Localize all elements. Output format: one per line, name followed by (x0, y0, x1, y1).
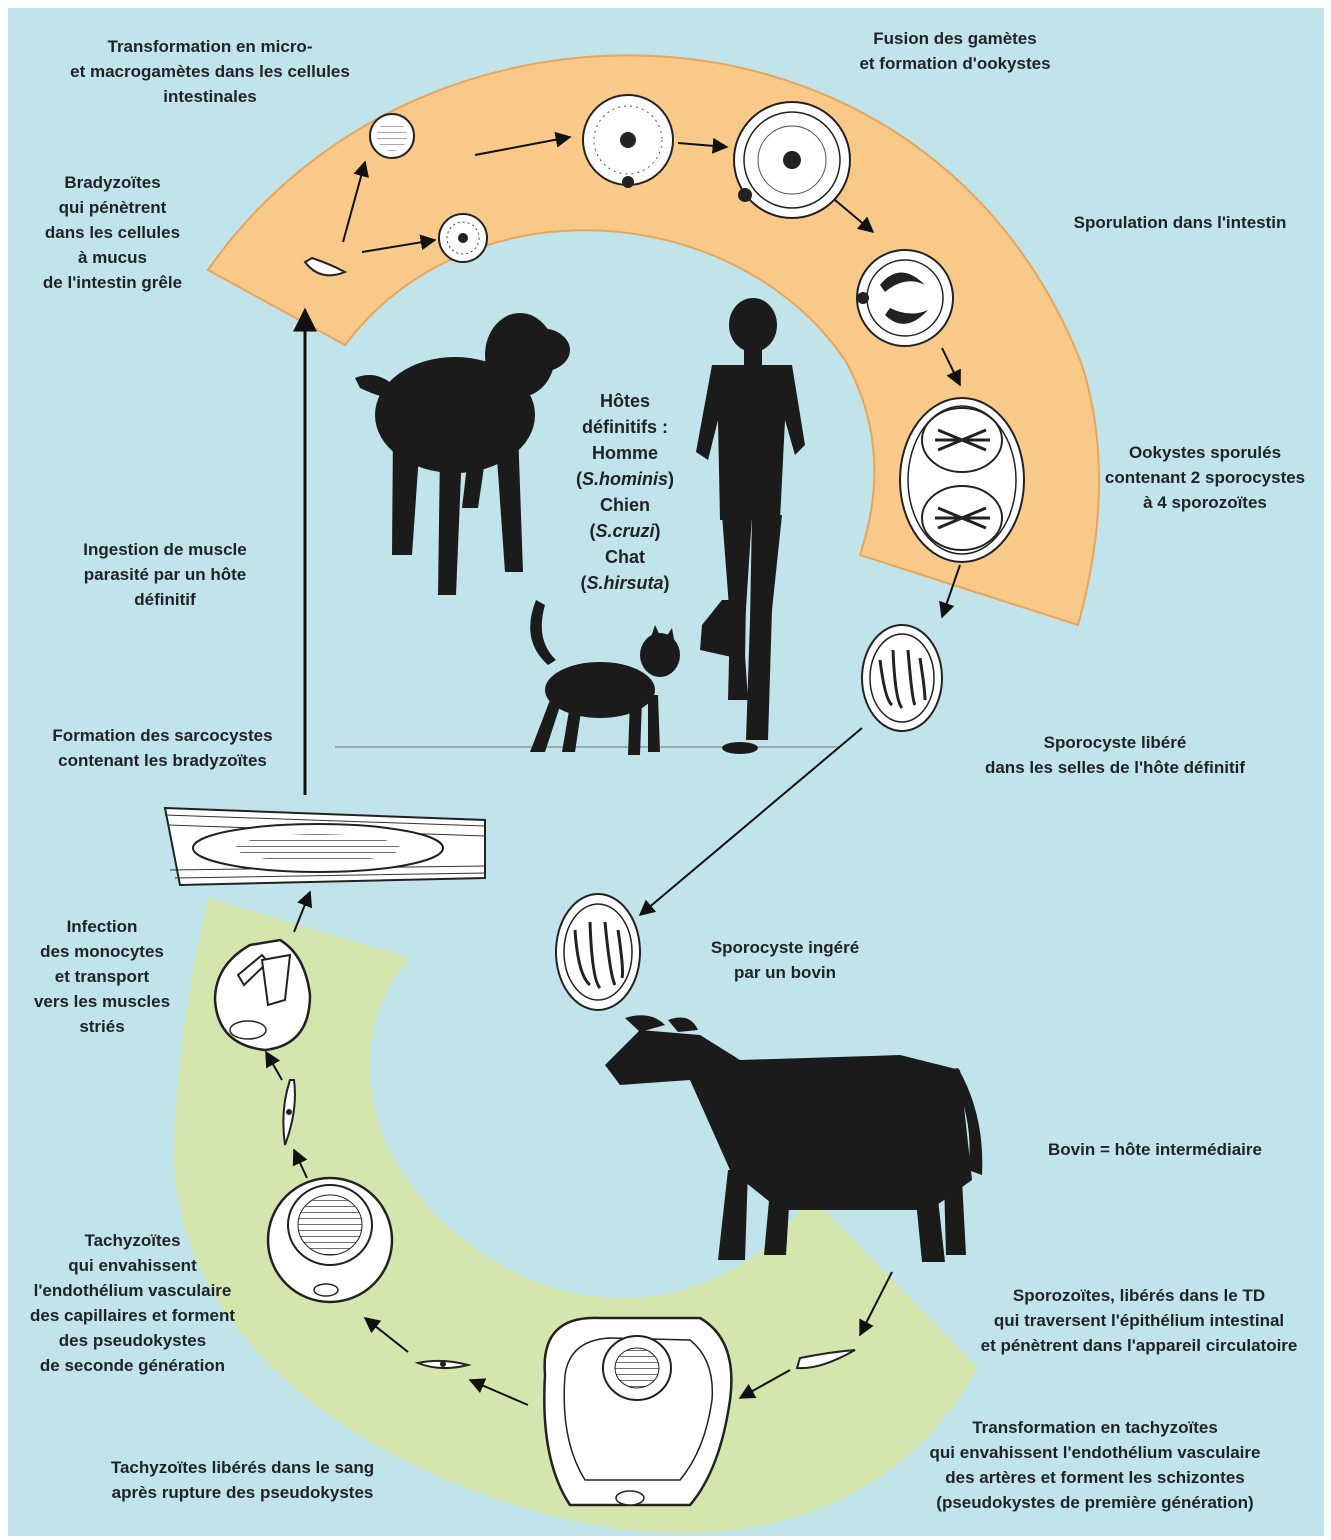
host-human-species: (S.hominis) (575, 469, 674, 489)
human-silhouette (696, 298, 805, 754)
label-fusion-gametes: Fusion des gamètes et formation d'ookyst… (859, 29, 1051, 73)
host-human: Homme (591, 443, 658, 463)
label-tachyzoites-sang: Tachyzoïtes libérés dans le sang après r… (110, 1458, 375, 1502)
label-ingestion-muscle: Ingestion de muscle parasité par un hôte… (83, 540, 247, 609)
parasite-stage-sarcocyst (163, 806, 486, 887)
cow-silhouette (605, 1015, 983, 1262)
hosts-title-line2: définitifs : (582, 417, 668, 437)
host-dog-species: (S.cruzi) (589, 521, 661, 541)
parasite-stage-sporozoite (795, 1349, 856, 1370)
parasite-stage-sporocyst-ingested (555, 893, 641, 1011)
host-cat-species: (S.hirsuta) (580, 573, 670, 593)
cycle-arrows (265, 131, 961, 1406)
label-transformation-tachyzoites: Transformation en tachyzoïtes qui envahi… (929, 1418, 1261, 1512)
definitive-hosts-block: Hôtes définitifs : Homme (S.hominis) Chi… (560, 388, 690, 596)
parasite-stage-sporulating-ookyste (856, 249, 954, 347)
parasite-stage-monocyte (213, 938, 312, 1052)
label-bradyzoites: Bradyzoïtes qui pénètrent dans les cellu… (42, 173, 183, 292)
label-tachyzoites-second: Tachyzoïtes qui envahissent l'endothéliu… (29, 1231, 236, 1375)
parasite-stage-pseudocyst-second (266, 1176, 394, 1304)
label-infection-monocytes: Infection des monocytes et transport ver… (33, 917, 171, 1036)
label-sporozoites-liberes: Sporozoïtes, libérés dans le TD qui trav… (980, 1286, 1298, 1355)
label-bovin: Bovin = hôte intermédiaire (1048, 1140, 1262, 1159)
parasite-stage-tachyzoite-free (414, 1359, 472, 1369)
label-ookystes-sporules: Ookystes sporulés contenant 2 sporocyste… (1104, 443, 1306, 512)
parasite-stage-sporulated-ookyste (899, 397, 1025, 563)
parasite-stage-sporocyst-released (861, 624, 943, 732)
species-hominis: S.hominis (581, 469, 668, 489)
parasite-stage-macrogamete (438, 213, 488, 263)
cat-silhouette (530, 600, 680, 755)
parasite-stage-microgamete (369, 113, 415, 159)
label-sporulation: Sporulation dans l'intestin (1073, 213, 1287, 232)
dog-silhouette (355, 313, 570, 595)
parasite-stage-ookyste (733, 101, 851, 219)
parasite-stage-tachyzoite-vertical (282, 1079, 296, 1146)
species-cruzi: S.cruzi (595, 521, 655, 541)
label-sporocyste-libere: Sporocyste libéré dans les selles de l'h… (984, 733, 1246, 777)
parasite-stage-bradyzoite-upper (303, 256, 348, 277)
label-sarcocystes: Formation des sarcocystes contenant les … (52, 726, 273, 770)
label-transformation-gametes: Transformation en micro- et macrogamètes… (70, 37, 350, 106)
definitive-host-band (206, 54, 1101, 627)
species-hirsuta: S.hirsuta (586, 573, 664, 593)
parasite-stage-schizont (543, 1316, 733, 1507)
parasite-stage-zygote (582, 94, 674, 188)
hosts-title-line1: Hôtes (599, 391, 650, 411)
host-cat: Chat (605, 547, 645, 567)
intermediate-host-band (174, 898, 978, 1534)
label-sporocyste-ingere: Sporocyste ingéré par un bovin (710, 938, 860, 982)
host-dog: Chien (599, 495, 650, 515)
